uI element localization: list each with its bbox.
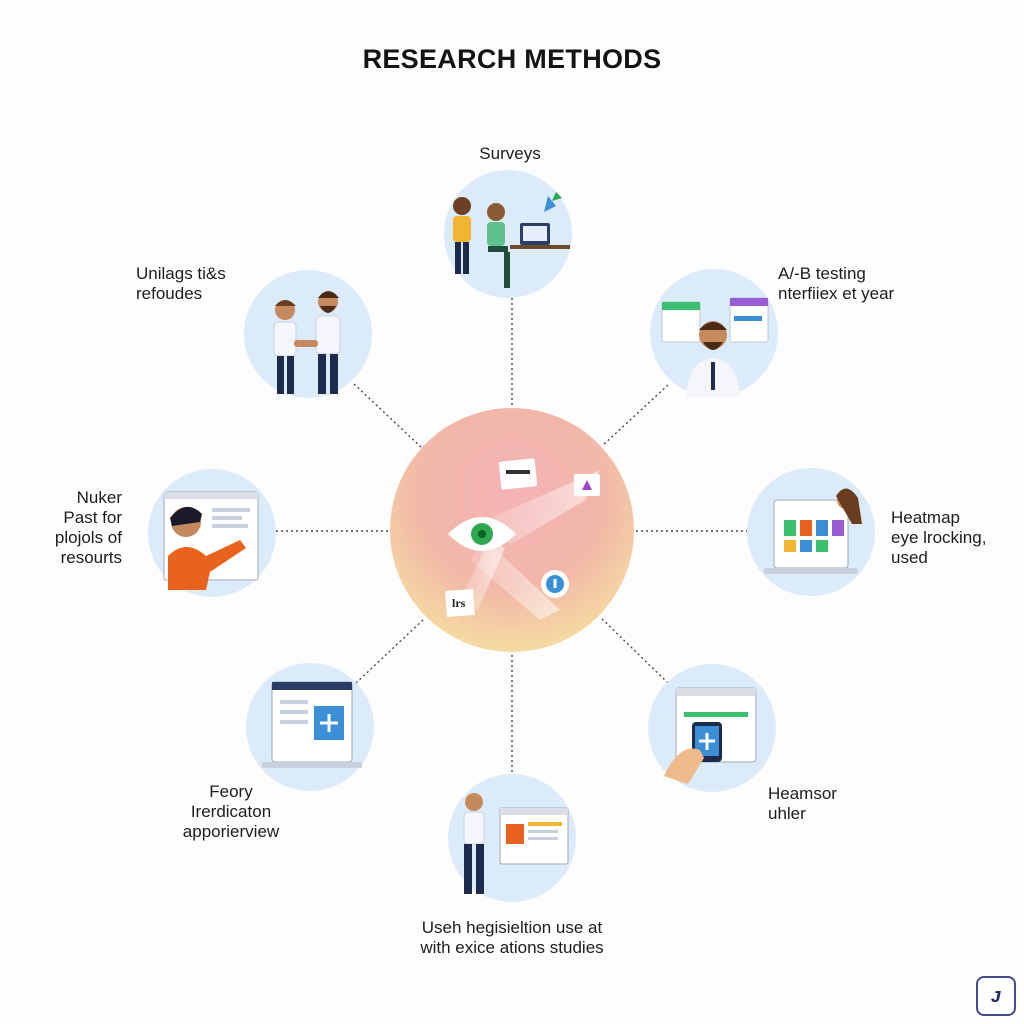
- label-feory: Feory Irerdicaton apporierview: [182, 782, 280, 841]
- label-unilags: Unilags ti&s refoudes: [136, 264, 226, 303]
- connector-unilags: [353, 383, 423, 449]
- node-heatmap[interactable]: [747, 468, 875, 596]
- eye-icon: [448, 517, 516, 551]
- central-hub: [390, 408, 634, 652]
- sticky-note-icon: [445, 589, 475, 617]
- handshake-icon: [273, 291, 341, 394]
- label-ab-testing: A/-B testing nterfiiex et year: [778, 264, 895, 303]
- laptop-document-icon: [262, 681, 362, 768]
- label-usability: Useh hegisieltion use at with exice atio…: [420, 918, 604, 957]
- label-nuker: Nuker Past for plojols of resourts: [54, 488, 122, 567]
- node-unilags[interactable]: [244, 270, 372, 398]
- laptop-heatmap-icon: [764, 488, 862, 574]
- brand-logo: ᴊ: [976, 976, 1016, 1016]
- label-surveys: Surveys: [479, 144, 541, 163]
- hub-tag-text: lrs: [452, 596, 466, 610]
- label-heamsor: Heamsor uhler: [768, 784, 837, 823]
- person-at-board-icon: [163, 491, 259, 590]
- connector-lines: [276, 298, 748, 772]
- node-ab-testing[interactable]: [650, 269, 778, 397]
- people-at-laptop-icon: [453, 192, 570, 288]
- connector-feory: [355, 618, 425, 684]
- flag-card-icon: [574, 474, 600, 496]
- node-feory[interactable]: [246, 663, 374, 791]
- node-nuker[interactable]: [148, 469, 276, 597]
- person-with-cards-icon: [661, 297, 769, 397]
- node-surveys[interactable]: [444, 170, 572, 298]
- connector-ab-testing: [601, 384, 669, 447]
- presenter-screen-icon: [463, 793, 569, 894]
- node-heamsor[interactable]: [648, 664, 776, 792]
- label-heatmap: Heatmap eye lrocking, used: [891, 508, 987, 567]
- page-title: RESEARCH METHODS: [362, 44, 662, 74]
- tablet-tap-icon: [664, 687, 757, 784]
- node-usability[interactable]: [448, 774, 576, 902]
- connector-heamsor: [599, 616, 669, 684]
- pin-icon: [541, 570, 569, 598]
- chat-tag-icon: [498, 458, 538, 490]
